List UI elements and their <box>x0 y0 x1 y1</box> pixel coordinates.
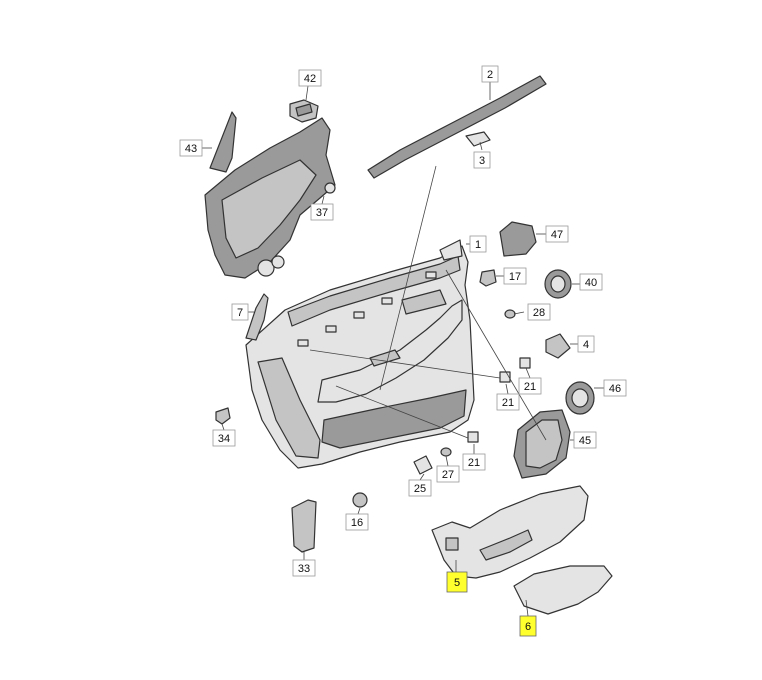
callout-43-label: 43 <box>185 143 197 155</box>
part-21a-clip <box>499 371 511 383</box>
callout-25: 25 <box>408 479 432 497</box>
callout-33-label: 33 <box>298 563 310 575</box>
part-27-screw <box>440 447 452 467</box>
part-47-cover <box>499 221 537 257</box>
part-28-screw <box>504 309 525 319</box>
callout-21b-label: 21 <box>524 381 536 393</box>
callout-17-label: 17 <box>509 271 521 283</box>
leader-lines <box>202 82 604 617</box>
part-3-clip <box>465 131 491 147</box>
callout-21c-label: 21 <box>468 457 480 469</box>
callout-33: 33 <box>292 559 316 577</box>
callout-34-label: 34 <box>218 433 230 445</box>
callout-1: 1 <box>469 235 487 253</box>
callout-1-label: 1 <box>475 239 481 251</box>
callout-27: 27 <box>436 465 460 483</box>
callout-25-label: 25 <box>414 483 426 495</box>
part-45-speaker-grille <box>513 409 571 479</box>
part-46-speaker-ring <box>565 381 595 415</box>
part-2-trim-strip <box>367 75 547 179</box>
callout-28: 28 <box>527 303 551 321</box>
callout-27-label: 27 <box>442 469 454 481</box>
callout-5-label: 5 <box>454 577 460 589</box>
callout-45: 45 <box>573 431 597 449</box>
callout-4: 4 <box>577 335 595 353</box>
part-7-handle-cover <box>245 293 269 341</box>
callout-46: 46 <box>603 379 627 397</box>
callout-21a-label: 21 <box>502 397 514 409</box>
callout-37-label: 37 <box>316 207 328 219</box>
callout-4-label: 4 <box>583 339 589 351</box>
callout-21c: 21 <box>462 453 486 471</box>
callout-40-label: 40 <box>585 277 597 289</box>
part-1-door-trim-panel <box>245 239 475 469</box>
callout-42-label: 42 <box>304 73 316 85</box>
part-43-corner-trim <box>209 111 237 173</box>
callout-21b: 21 <box>518 377 542 395</box>
callout-7-label: 7 <box>237 307 243 319</box>
callout-3-label: 3 <box>479 155 485 167</box>
callout-46-label: 46 <box>609 383 621 395</box>
part-40-ring <box>544 269 572 299</box>
part-6-bracket <box>513 565 613 615</box>
callout-7: 7 <box>231 303 249 321</box>
callout-42: 42 <box>298 69 322 87</box>
callout-40: 40 <box>579 273 603 291</box>
part-37-insulation-panel <box>204 117 336 279</box>
callout-47-label: 47 <box>551 229 563 241</box>
callout-45-label: 45 <box>579 435 591 447</box>
callout-2: 2 <box>481 65 499 83</box>
callout-3: 3 <box>473 151 491 169</box>
callout-43: 43 <box>179 139 203 157</box>
callout-16: 16 <box>345 513 369 531</box>
callout-21a: 21 <box>496 393 520 411</box>
callout-28-label: 28 <box>533 307 545 319</box>
part-5-armrest <box>431 485 589 579</box>
callout-17: 17 <box>503 267 527 285</box>
part-42-bracket <box>289 99 319 123</box>
part-34-plug <box>215 407 231 425</box>
callout-37: 37 <box>310 203 334 221</box>
callout-6-label: 6 <box>525 621 531 633</box>
part-4-knob <box>545 333 571 359</box>
part-33-end-cap <box>291 499 317 553</box>
callout-5: 5 <box>446 571 468 593</box>
part-16-clip <box>352 492 368 508</box>
callout-34: 34 <box>212 429 236 447</box>
callout-6: 6 <box>519 615 537 637</box>
callout-47: 47 <box>545 225 569 243</box>
callout-16-label: 16 <box>351 517 363 529</box>
part-21c-clip <box>467 431 479 443</box>
part-25-clip <box>413 455 433 475</box>
part-17-cap <box>479 269 497 287</box>
part-21b-clip <box>519 357 531 369</box>
callout-2-label: 2 <box>487 69 493 81</box>
